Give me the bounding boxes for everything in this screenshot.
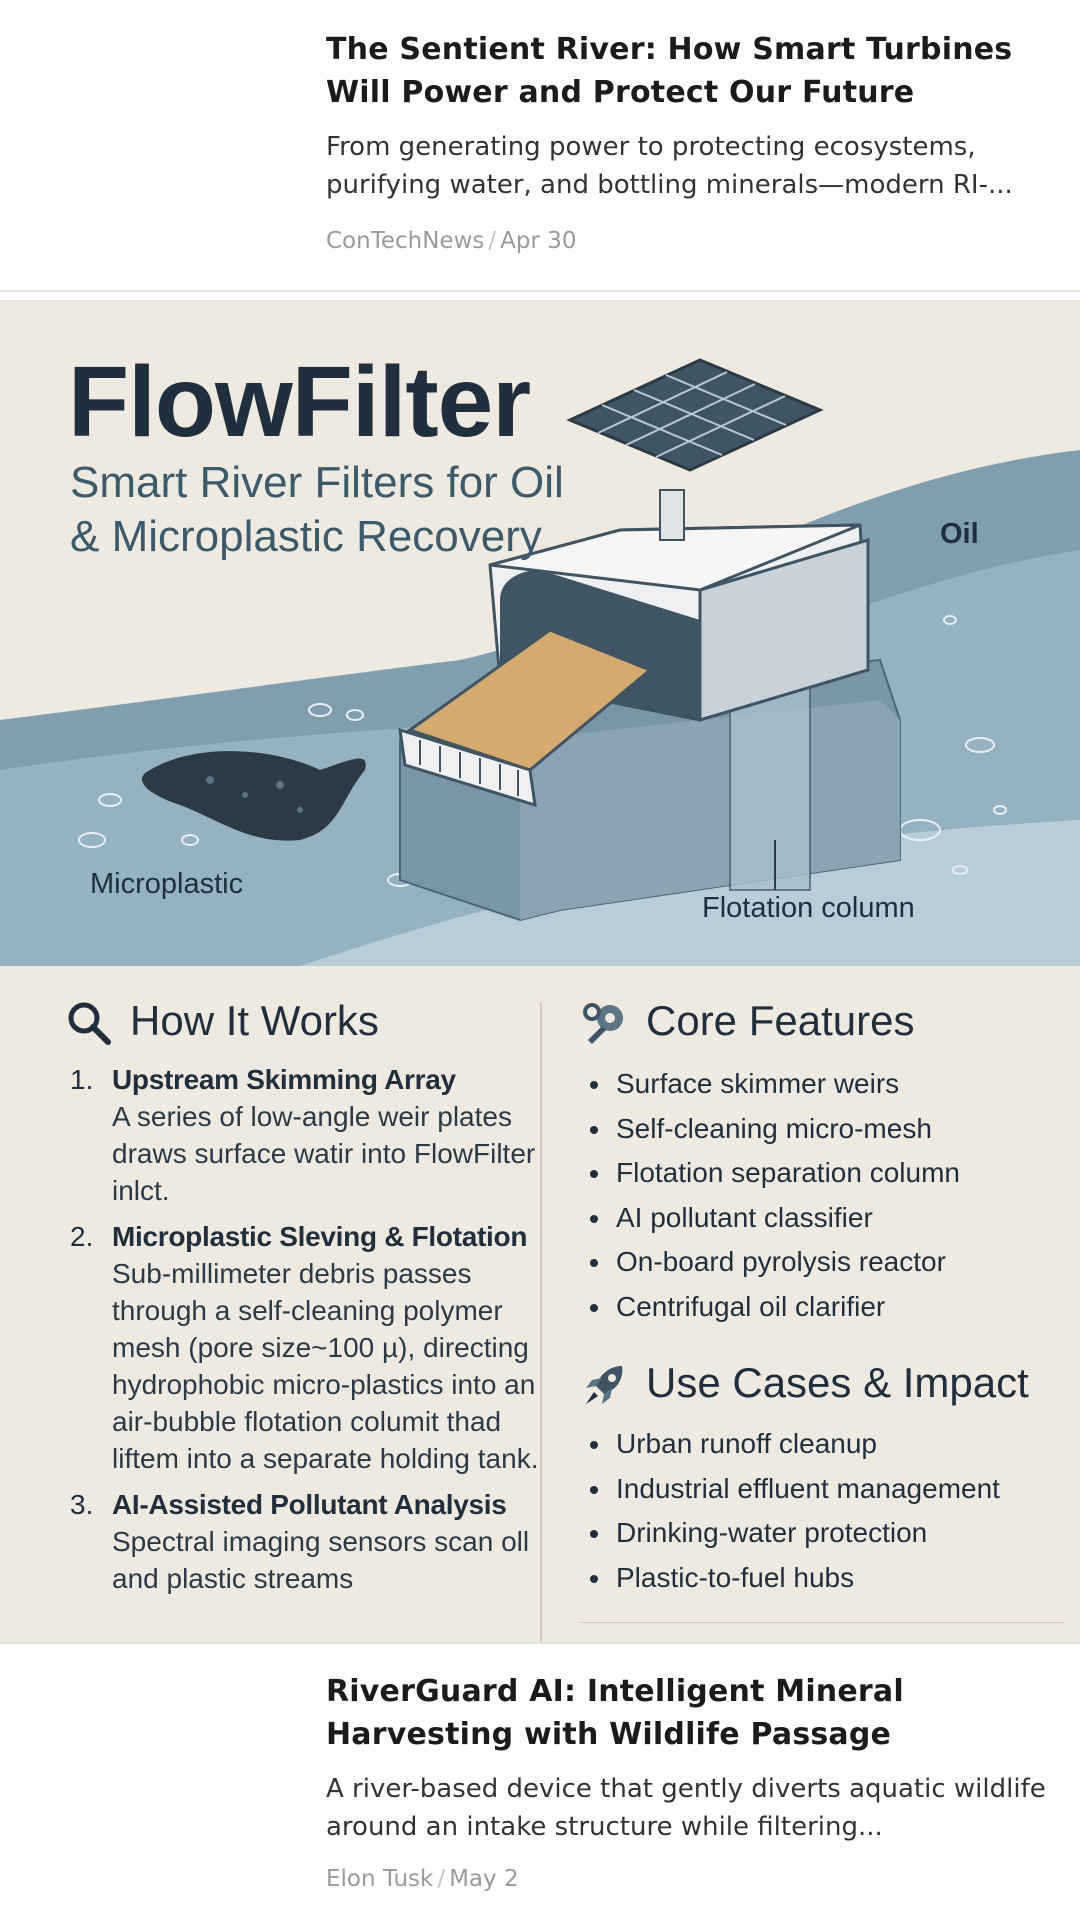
heading-text: How It Works [130,997,379,1044]
core-features-list: Surface skimmer weirs Self-cleaning micr… [586,1062,960,1329]
step-title: AI-Assisted Pollutant Analysis [112,1489,507,1520]
bullet [590,1441,598,1449]
list-item: AI pollutant classifier [586,1196,960,1241]
list-item: Flotation separation column [586,1151,960,1196]
label-flotation-column: Flotation column [702,892,915,924]
article-title[interactable]: The Sentient River: How Smart Turbines W… [326,32,1013,110]
list-item: Surface skimmer weirs [586,1062,960,1107]
label-microplastic: Microplastic [90,868,244,900]
column-divider [540,1002,542,1642]
bullet [590,1303,598,1312]
article-source[interactable]: ConTechNews [326,228,485,254]
bullet [590,1170,598,1178]
list-item: Industrial effluent management [586,1467,1000,1512]
step-title: Microplastic Sleving & Flotation [112,1221,528,1252]
bullet [590,1214,598,1223]
heading-text: Core Features [646,997,915,1044]
step-number: 2. [70,1221,94,1252]
step-item: 1. Upstream Skimming Array A series of l… [70,1062,540,1209]
article-title[interactable]: RiverGuard AI: Intelligent Mineral Harve… [326,1674,904,1752]
steps-list: 1. Upstream Skimming Array A series of l… [70,1062,540,1607]
wrench-gear-icon [583,1003,623,1044]
list-item-text: On-board pyrolysis reactor [616,1246,946,1277]
brand-title: FlowFilter [68,346,531,458]
list-item-text: Drinking-water protection [616,1517,928,1548]
info-sections: How It Works 1. Upstream Skimming Array … [0,966,1080,1642]
list-item-text: Plastic-to-fuel hubs [616,1561,855,1593]
article-card-bottom[interactable]: RiverGuard AI: Intelligent Mineral Harve… [0,1642,1080,1920]
river-illustration [0,300,1080,966]
meta-separator: / [437,1866,446,1892]
section-rule [580,1622,1064,1623]
step-item: 2. Microplastic Sleving & Flotation Sub-… [70,1219,540,1477]
label-oil: Oil [940,518,979,550]
use-cases-list: Urban runoff cleanup Industrial effluent… [586,1422,1000,1600]
step-body: Sub-millimeter debris passes through a s… [112,1258,539,1474]
article-meta: Elon Tusk/May 2 [326,1866,519,1892]
rocket-icon [586,1366,623,1404]
list-item-text: Industrial effluent management [616,1472,1000,1504]
heading-text: Use Cases & Impact [646,1359,1029,1406]
bullet [590,1530,598,1538]
step-body: Spectral imaging sensors scan oll and pl… [112,1526,530,1594]
step-number: 1. [70,1064,94,1095]
step-title: Upstream Skimming Array [112,1064,456,1095]
article-card-top[interactable]: The Sentient River: How Smart Turbines W… [0,0,1080,292]
list-item-text: Self-cleaning micro-mesh [616,1112,932,1144]
article-source[interactable]: Elon Tusk [326,1866,434,1892]
infographic-image[interactable]: FlowFilter Smart River Filters for Oil &… [0,300,1080,1642]
bullet [590,1485,598,1494]
brand-subtitle: Smart River Filters for Oil & Microplast… [70,458,564,561]
list-item-text: AI pollutant classifier [616,1201,873,1233]
bullet [590,1259,598,1267]
article-excerpt: From generating power to protecting ecos… [326,132,1013,200]
step-number: 3. [70,1489,94,1520]
step-body: A series of low-angle weir plates draws … [112,1101,536,1206]
list-item-text: Surface skimmer weirs [616,1068,900,1099]
article-thumbnail[interactable] [30,1674,290,1874]
list-item: Urban runoff cleanup [586,1422,1000,1467]
list-item-text: Centrifugal oil clarifier [616,1290,886,1322]
meta-separator: / [488,228,497,254]
magnifier-icon [68,1002,111,1045]
article-meta: ConTechNews/Apr 30 [326,228,577,254]
article-excerpt: A river-based device that gently diverts… [326,1774,1046,1842]
list-item-text: Flotation separation column [616,1157,960,1188]
article-date: May 2 [449,1866,519,1892]
list-item: On-board pyrolysis reactor [586,1240,960,1285]
bullet [590,1574,598,1583]
list-item: Self-cleaning micro-mesh [586,1107,960,1152]
hero-illustration: FlowFilter Smart River Filters for Oil &… [0,300,1080,966]
article-date: Apr 30 [500,228,577,254]
article-thumbnail[interactable] [30,30,290,230]
bullet [590,1125,598,1134]
bullet [590,1081,598,1089]
list-item: Centrifugal oil clarifier [586,1285,960,1330]
list-item-text: Urban runoff cleanup [616,1428,877,1459]
list-item: Plastic-to-fuel hubs [586,1556,1000,1601]
step-item: 3. AI-Assisted Pollutant Analysis Spectr… [70,1487,540,1597]
list-item: Drinking-water protection [586,1511,1000,1556]
